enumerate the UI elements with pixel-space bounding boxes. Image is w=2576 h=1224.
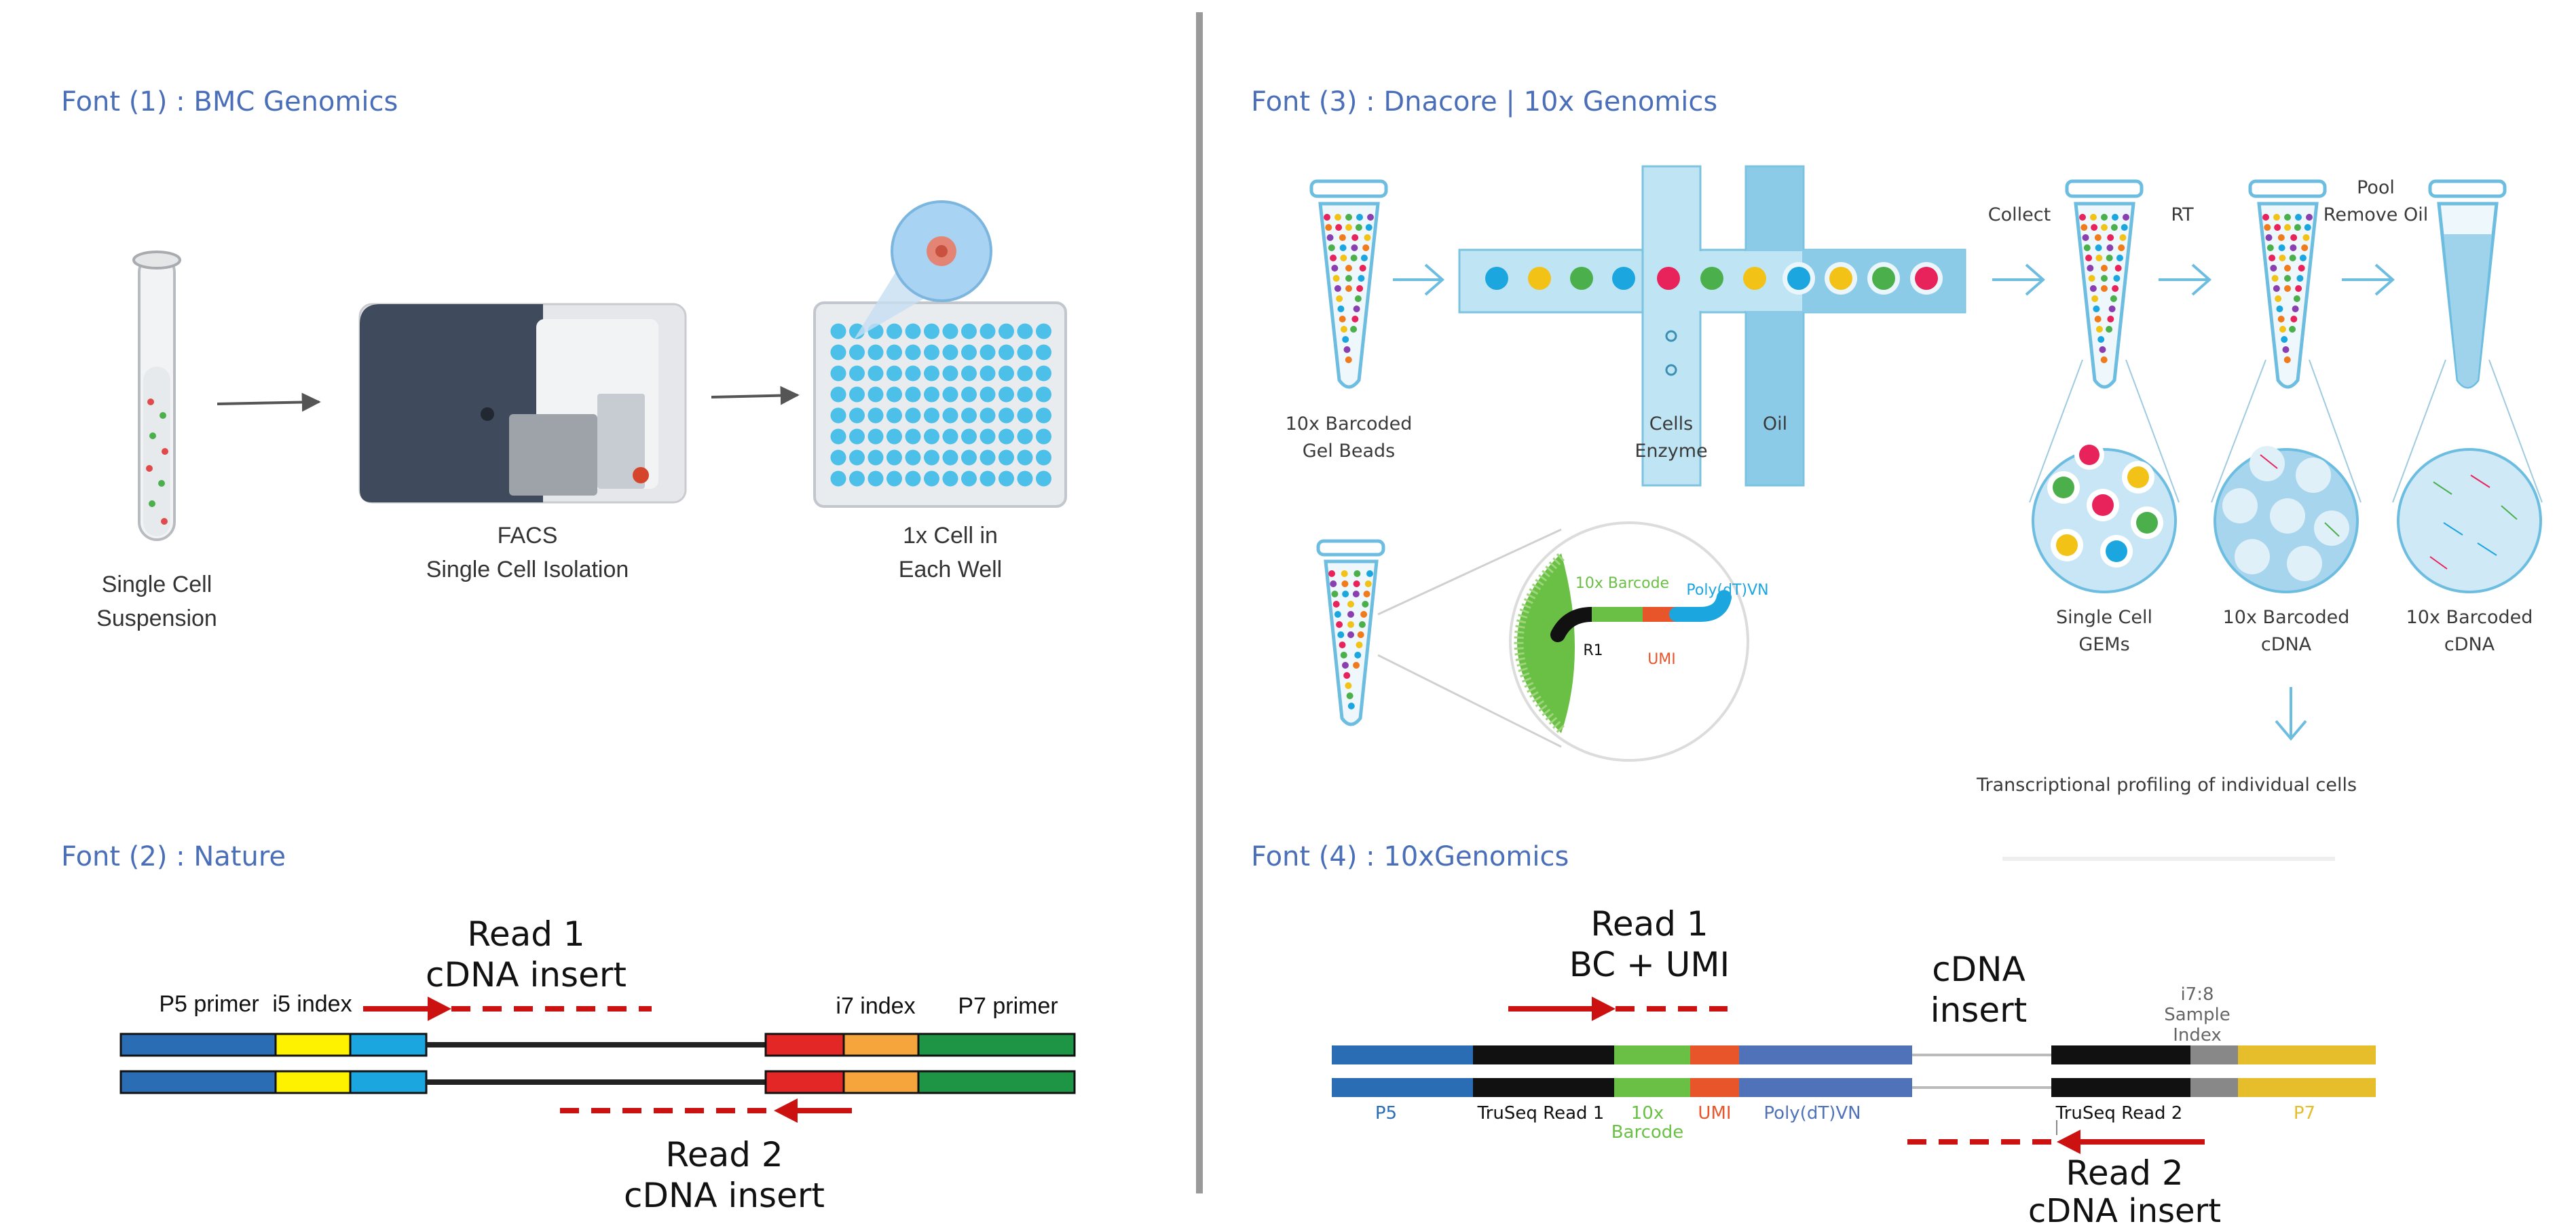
arrow-beads-to-channel <box>1393 263 1445 296</box>
p2-label-p7-primer: P7 primer <box>958 993 1058 1019</box>
p2-read1-line2: cDNA insert <box>426 955 627 995</box>
bead-zoom-circle-icon <box>1509 521 1749 762</box>
rt-label: RT <box>2171 204 2194 225</box>
p4-label-barcode-line2: Barcode <box>1611 1122 1684 1143</box>
gems-label-line1: Single Cell <box>2056 607 2152 628</box>
bead-r1-label: R1 <box>1583 642 1603 659</box>
p4-sample-index-line3: Index <box>2173 1025 2222 1045</box>
p2-top-strand <box>119 1033 1076 1057</box>
cdna-tube-icon <box>2248 179 2327 389</box>
bead-barcode-label: 10x Barcode <box>1575 575 1669 592</box>
test-tube-icon <box>132 251 181 541</box>
p4-label-barcode-line1: 10x <box>1631 1103 1664 1124</box>
panel2-header: Font (2) : Nature <box>61 841 286 872</box>
bead-umi-label: UMI <box>1647 651 1676 668</box>
tube-label-line1: Single Cell <box>102 572 212 597</box>
p2-bottom-strand <box>119 1070 1076 1094</box>
p4-cdna-insert-line1: cDNA <box>1932 950 2026 989</box>
collect-label: Collect <box>1988 204 2051 225</box>
p4-faint-line <box>2002 857 2335 861</box>
profiling-label: Transcriptional profiling of individual … <box>1976 775 2357 796</box>
tube-label-line2: Suspension <box>96 606 217 631</box>
p4-read1-arrow <box>1508 997 1728 1021</box>
arrow-pool <box>2342 263 2395 296</box>
panel4-header: Font (4) : 10xGenomics <box>1251 841 1569 872</box>
p2-read2-arrow <box>560 1098 852 1123</box>
bead-zoom-cone <box>1377 528 1562 748</box>
gel-bead-tube-icon <box>1309 179 1388 389</box>
gem-zoom-cone <box>2029 359 2180 503</box>
cdna-circle-icon <box>2214 446 2359 593</box>
cdna-zoom-cone <box>2211 359 2362 503</box>
p4-top-strand <box>1332 1045 2376 1064</box>
gems-label-line2: GEMs <box>2078 634 2129 655</box>
facs-machine-icon <box>358 303 687 504</box>
p4-read2-arrow <box>1907 1120 2205 1154</box>
p4-label-p5: P5 <box>1375 1103 1397 1124</box>
p2-label-i7-index: i7 index <box>836 993 915 1019</box>
p4-read2-line2: cDNA insert <box>2028 1192 2221 1224</box>
well-plate-icon <box>813 200 1067 508</box>
p4-read2-line1: Read 2 <box>2066 1153 2183 1193</box>
pooled-cdna-circle-icon <box>2397 448 2542 593</box>
p4-label-polydt: Poly(dT)VN <box>1763 1103 1861 1124</box>
facs-label-line1: FACS <box>498 523 558 549</box>
cdna1-label-line2: cDNA <box>2261 634 2312 655</box>
p2-label-p5-primer: P5 primer <box>159 991 259 1017</box>
cdna2-label-line2: cDNA <box>2444 634 2495 655</box>
bead-tube-icon <box>1316 539 1385 726</box>
p4-cdna-insert-line2: insert <box>1930 990 2028 1030</box>
plate-label-line1: 1x Cell in <box>903 523 998 549</box>
arrow-down-profiling <box>2275 687 2307 741</box>
cells-enzyme-label-line2: Enzyme <box>1635 441 1707 462</box>
cells-enzyme-label-line1: Cells <box>1649 413 1694 434</box>
gem-circle-icon <box>2032 440 2177 593</box>
p2-read1-line1: Read 1 <box>467 914 584 954</box>
p2-label-i5-index: i5 index <box>272 991 352 1017</box>
gel-beads-label-line2: Gel Beads <box>1303 441 1396 462</box>
arrow-tube-to-facs <box>217 392 321 412</box>
panel3-header: Font (3) : Dnacore | 10x Genomics <box>1251 86 1717 117</box>
p2-read2-line1: Read 2 <box>665 1135 783 1174</box>
gel-beads-label-line1: 10x Barcoded <box>1286 413 1413 434</box>
pooled-tube-icon <box>2428 179 2507 389</box>
arrow-rt <box>2159 263 2212 296</box>
cdna1-label-line1: 10x Barcoded <box>2223 607 2350 628</box>
panel-divider <box>1196 12 1203 1193</box>
p4-label-umi: UMI <box>1698 1103 1731 1124</box>
pool-label-line1: Pool <box>2357 177 2395 198</box>
microfluidic-chip-icon <box>1458 165 1966 487</box>
facs-label-line2: Single Cell Isolation <box>426 557 629 582</box>
p4-sample-index-line2: Sample <box>2164 1005 2230 1025</box>
p4-sample-index-line1: i7:8 <box>2180 984 2214 1005</box>
p4-read1-line1: Read 1 <box>1590 904 1708 944</box>
plate-label-line2: Each Well <box>899 557 1002 582</box>
arrow-facs-to-plate <box>711 386 800 405</box>
panel1-header: Font (1) : BMC Genomics <box>61 86 398 117</box>
p4-read1-line2: BC + UMI <box>1569 945 1730 984</box>
p2-read1-arrow <box>363 997 652 1021</box>
gem-tube-icon <box>2065 179 2144 389</box>
p2-read2-line2: cDNA insert <box>624 1176 825 1215</box>
arrow-collect <box>1992 263 2046 296</box>
pool-zoom-cone <box>2392 359 2543 503</box>
p4-label-p7: P7 <box>2294 1103 2315 1124</box>
oil-label: Oil <box>1763 413 1787 434</box>
cdna2-label-line1: 10x Barcoded <box>2406 607 2533 628</box>
bead-polydt-label: Poly(dT)VN <box>1686 582 1768 599</box>
p4-label-truseq-read1: TruSeq Read 1 <box>1477 1103 1605 1124</box>
pool-label-line2: Remove Oil <box>2323 204 2428 225</box>
p4-bottom-strand <box>1332 1078 2376 1097</box>
p4-label-truseq-read2: TruSeq Read 2 <box>2055 1103 2183 1124</box>
